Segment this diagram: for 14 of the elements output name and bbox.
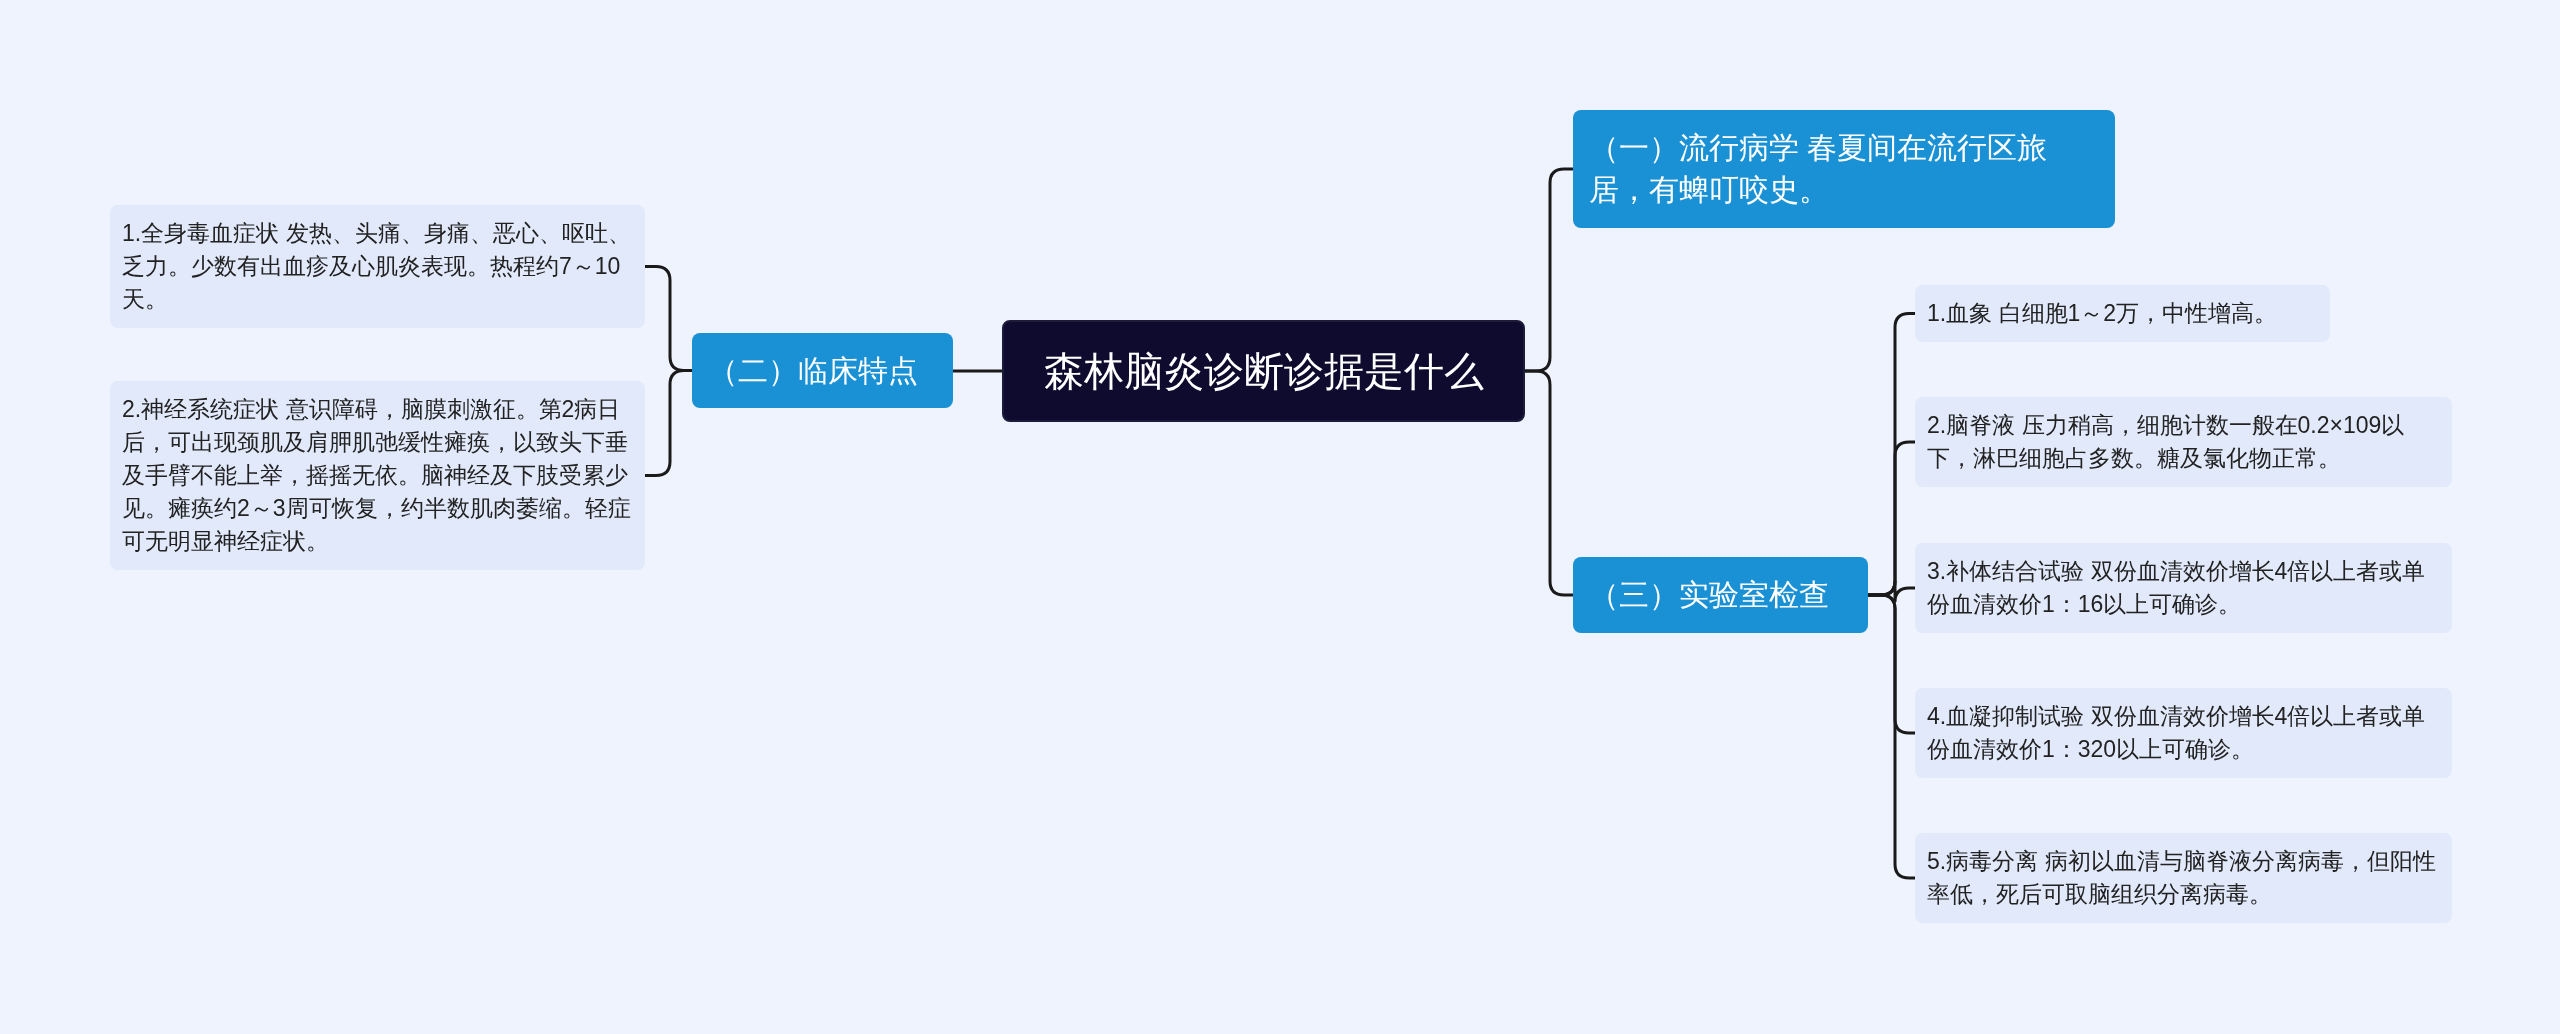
central-topic: 森林脑炎诊断诊据是什么	[1002, 320, 1525, 422]
branch-topic: （一）流行病学 春夏间在流行区旅居，有蜱叮咬史。	[1573, 110, 2115, 228]
branch-topic: （二）临床特点	[692, 333, 953, 408]
subtopic: 1.血象 白细胞1～2万，中性增高。	[1915, 285, 2330, 342]
subtopic: 4.血凝抑制试验 双份血清效价增长4倍以上者或单份血清效价1：320以上可确诊。	[1915, 688, 2452, 778]
subtopic: 3.补体结合试验 双份血清效价增长4倍以上者或单份血清效价1：16以上可确诊。	[1915, 543, 2452, 633]
branch-topic: （三）实验室检查	[1573, 557, 1868, 633]
connector-line	[645, 369, 692, 477]
connector-line	[953, 369, 1002, 373]
subtopic: 2.神经系统症状 意识障碍，脑膜刺激征。第2病日后，可出现颈肌及肩胛肌弛缓性瘫痪，以致头下垂及手臂不能上举，摇摇无依。脑神经及下肢受累少见。瘫痪约2～3周可恢复，约半数肌肉萎缩。轻症可无明显神经症状。	[110, 381, 645, 570]
subtopic: 1.全身毒血症状 发热、头痛、身痛、恶心、呕吐、乏力。少数有出血疹及心肌炎表现。热程约7～10天。	[110, 205, 645, 328]
connector-line	[1525, 369, 1573, 597]
subtopic: 2.脑脊液 压力稍高，细胞计数一般在0.2×109以下，淋巴细胞占多数。糖及氯化物正常。	[1915, 397, 2452, 487]
subtopic: 5.病毒分离 病初以血清与脑脊液分离病毒，但阳性率低，死后可取脑组织分离病毒。	[1915, 833, 2452, 923]
